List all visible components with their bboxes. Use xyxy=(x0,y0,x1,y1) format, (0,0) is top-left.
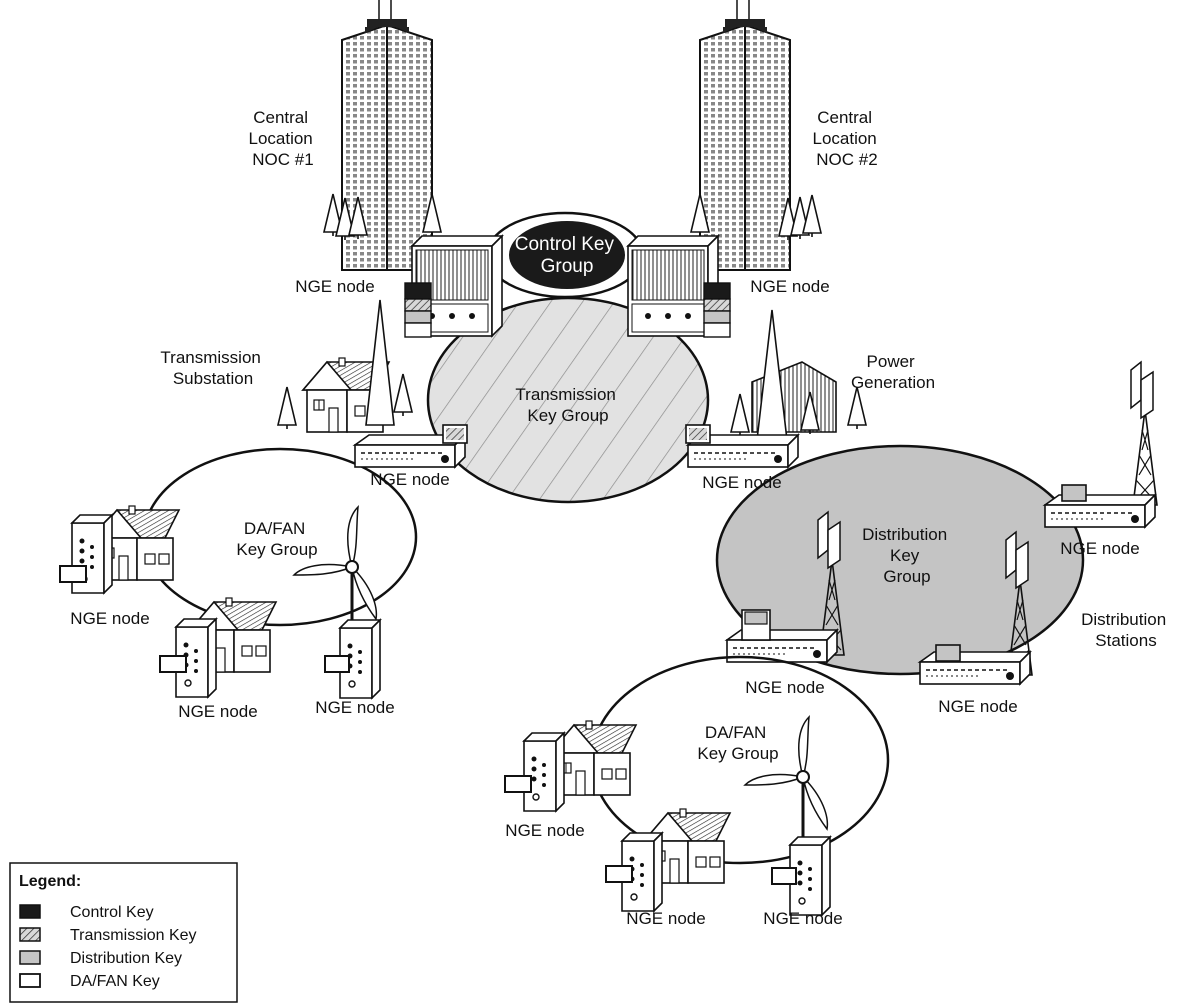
transmission-key-group-label: Transmission Key Group xyxy=(515,385,620,425)
nge-node-label-dafan-upper-left: NGE node xyxy=(70,609,149,628)
legend-swatch-distribution xyxy=(19,950,41,965)
nge-node-rack-left[interactable] xyxy=(404,235,503,338)
dafan-upper-node-turbine[interactable] xyxy=(292,505,381,699)
dafan-lower-node-bottom[interactable] xyxy=(605,808,731,912)
nge-node-transmission-left[interactable] xyxy=(354,424,468,468)
nge-node-label-dafan-lower-left: NGE node xyxy=(505,821,584,840)
nge-node-label-noc1: NGE node xyxy=(295,277,374,296)
nge-node-label-noc2: NGE node xyxy=(750,277,829,296)
power-generation-label: Power Generation xyxy=(851,352,935,392)
power-generation-icon xyxy=(730,309,867,441)
distribution-station-node-center[interactable] xyxy=(726,511,845,663)
dafan-lower-node-turbine[interactable] xyxy=(743,715,831,916)
nge-node-label-dafan-lower-turbine: NGE node xyxy=(763,909,842,928)
nge-node-label-dafan-upper-bottom: NGE node xyxy=(178,702,257,721)
noc2-building-icon xyxy=(690,0,822,271)
legend-label-control: Control Key xyxy=(70,904,154,921)
nge-node-label-transmission: NGE node xyxy=(370,470,449,489)
legend-label-distribution: Distribution Key xyxy=(70,950,182,967)
nge-node-label-distribution-right: NGE node xyxy=(1060,539,1139,558)
dafan-upper-label: DA/FAN Key Group xyxy=(236,519,317,559)
dafan-lower-label: DA/FAN Key Group xyxy=(697,723,778,763)
transmission-substation-label: Transmission Substation xyxy=(160,348,265,388)
distribution-stations-label: Distribution Stations xyxy=(1081,610,1171,650)
nge-node-label-power-generation: NGE node xyxy=(702,473,781,492)
noc2-label: Central Location NOC #2 xyxy=(812,108,881,169)
nge-node-label-distribution-lower: NGE node xyxy=(938,697,1017,716)
legend-label-transmission: Transmission Key xyxy=(70,927,197,944)
control-key-group-label: Control Key Group xyxy=(515,234,620,277)
legend-swatch-transmission xyxy=(19,927,41,942)
legend: Legend: Control Key Transmission Key Dis… xyxy=(9,862,238,1003)
noc1-building-icon xyxy=(323,0,442,271)
distribution-station-node-lower[interactable] xyxy=(919,531,1033,685)
distribution-station-node-right[interactable] xyxy=(1044,361,1158,528)
dafan-lower-node-left[interactable] xyxy=(504,720,637,812)
dafan-upper-node-left[interactable] xyxy=(59,505,180,594)
dafan-upper-node-bottom[interactable] xyxy=(159,597,277,698)
nge-node-label-distribution-center: NGE node xyxy=(745,678,824,697)
legend-swatch-control xyxy=(19,904,41,919)
transmission-substation-icon xyxy=(277,299,413,433)
legend-label-dafan: DA/FAN Key xyxy=(70,973,160,990)
nge-node-rack-right[interactable] xyxy=(627,235,731,338)
distribution-key-group-label: Distribution Key Group xyxy=(862,525,952,586)
nge-node-label-dafan-upper-turbine: NGE node xyxy=(315,698,394,717)
control-key-group xyxy=(509,221,625,289)
nge-node-label-dafan-lower-bottom: NGE node xyxy=(626,909,705,928)
nge-node-power-generation[interactable] xyxy=(685,424,799,468)
legend-swatch-dafan xyxy=(19,973,41,988)
noc1-label: Central Location NOC #1 xyxy=(248,108,317,169)
distribution-key-group xyxy=(715,444,1085,676)
legend-title: Legend: xyxy=(19,873,81,890)
